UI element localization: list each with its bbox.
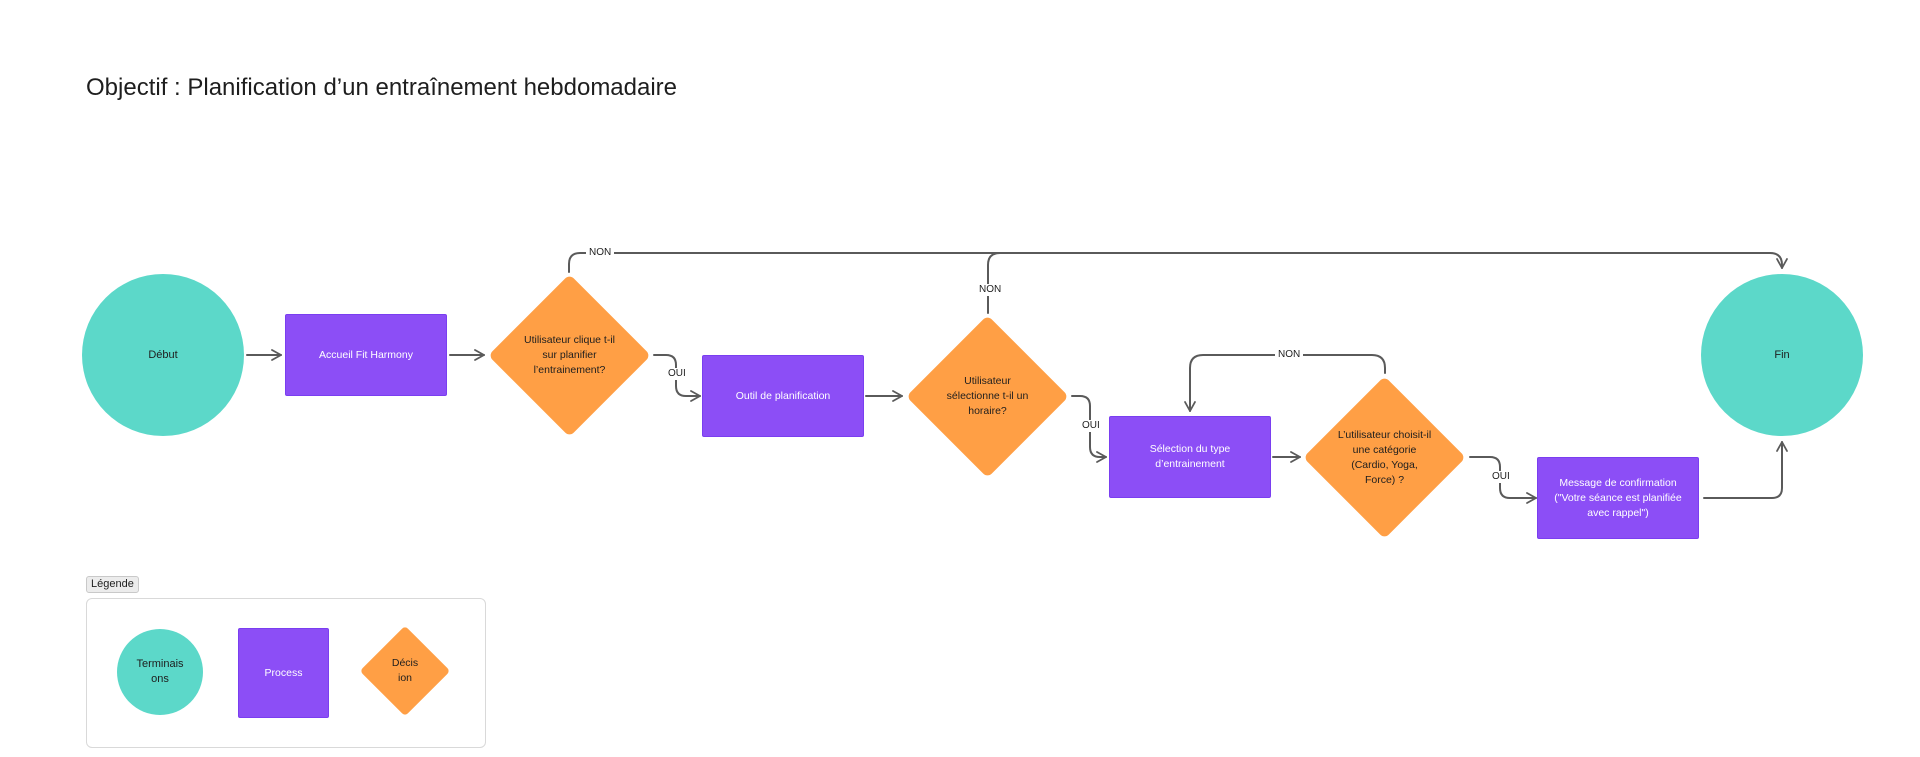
diagram-title: Objectif : Planification d’un entraîneme… xyxy=(86,74,678,101)
legend-title: Légende xyxy=(86,576,139,593)
edge-label-oui: OUI xyxy=(1489,471,1513,483)
decision3-label: L’utilisateur choisit-il une catégorie (… xyxy=(1337,428,1432,486)
legend-panel: Terminais ons Process Décis ion xyxy=(86,598,486,748)
end-terminal: Fin xyxy=(1701,274,1863,436)
legend-terminal-label: Terminais ons xyxy=(136,658,184,685)
process-accueil-label: Accueil Fit Harmony xyxy=(319,348,413,361)
edge-message-fin xyxy=(1703,441,1788,499)
legend-decision-label: Décis ion xyxy=(391,657,419,684)
edge-label-oui: OUI xyxy=(665,368,689,380)
process-message: Message de confirmation ("Votre séance e… xyxy=(1537,457,1699,539)
process-selection: Sélection du type d’entrainement xyxy=(1109,416,1271,498)
start-terminal: Début xyxy=(82,274,244,436)
start-terminal-label: Début xyxy=(148,348,178,361)
decision2-label: Utilisateur sélectionne t-il un horaire? xyxy=(946,374,1029,417)
end-terminal-label: Fin xyxy=(1774,348,1790,361)
process-message-label: Message de confirmation ("Votre séance e… xyxy=(1554,476,1682,519)
process-selection-label: Sélection du type d’entrainement xyxy=(1149,443,1231,470)
edge-label-non: NON xyxy=(586,247,615,259)
decision1-label: Utilisateur clique t-il sur planifier l’… xyxy=(523,333,616,376)
legend-process-swatch: Process xyxy=(238,628,329,718)
edge-label-oui: OUI xyxy=(1079,420,1103,432)
edge-decision3-selection xyxy=(1184,354,1386,412)
legend-process-label: Process xyxy=(264,666,303,679)
edge-label-non: NON xyxy=(1275,349,1304,361)
edge-label-non: NON xyxy=(976,284,1005,296)
edge-decision2-fin xyxy=(987,252,1001,314)
edge-decision1-fin xyxy=(568,252,1788,273)
process-accueil: Accueil Fit Harmony xyxy=(285,314,447,396)
process-outil: Outil de planification xyxy=(702,355,864,437)
legend-terminal-swatch: Terminais ons xyxy=(117,629,203,715)
process-outil-label: Outil de planification xyxy=(735,389,831,402)
